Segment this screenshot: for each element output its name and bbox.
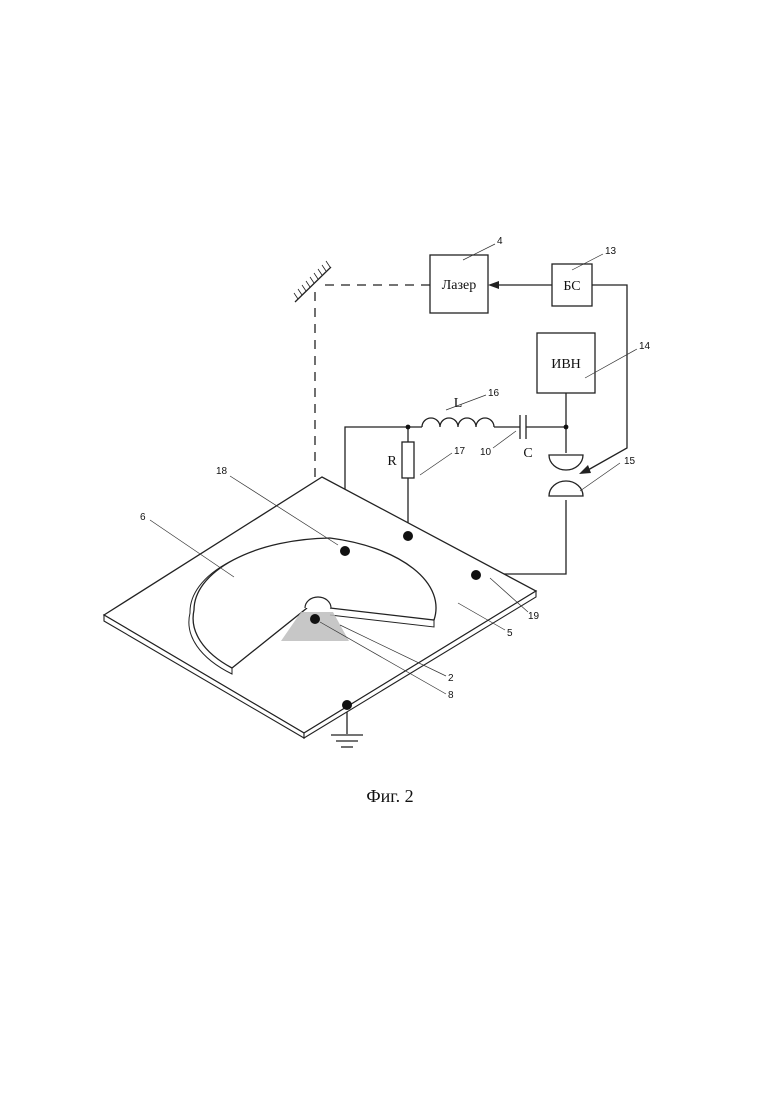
junction-right — [564, 425, 569, 430]
junction-left — [406, 425, 411, 430]
laser-block: Лазер — [430, 255, 488, 313]
ref-18: 18 — [216, 466, 228, 477]
ref-17: 17 — [454, 446, 466, 457]
resistor-label: R — [387, 454, 397, 469]
inductor: L — [422, 396, 494, 427]
capacitor: C — [520, 415, 533, 461]
ref-13: 13 — [605, 246, 617, 257]
resistor: R — [387, 442, 414, 478]
bs-block: БС — [552, 264, 592, 306]
ivn-block: ИВН — [537, 333, 595, 393]
contact-resistor — [403, 531, 413, 541]
bs-to-spark-gap-arrow — [579, 285, 627, 474]
ref-14: 14 — [639, 341, 651, 352]
inductor-label: L — [454, 396, 463, 411]
ref-4: 4 — [497, 236, 503, 247]
capacitor-label: C — [523, 446, 532, 461]
spark-gap — [549, 455, 583, 496]
focus-point — [310, 614, 320, 624]
ref-15: 15 — [624, 456, 636, 467]
bs-label: БС — [563, 279, 580, 294]
bs-to-laser-arrow — [488, 281, 552, 289]
figure-caption: Фиг. 2 — [366, 786, 413, 806]
ref-8: 8 — [448, 690, 454, 701]
laser-label: Лазер — [442, 278, 476, 293]
contact-ground — [342, 700, 352, 710]
ground-symbol — [331, 735, 363, 747]
contact-18 — [340, 546, 350, 556]
ivn-label: ИВН — [551, 357, 581, 372]
contact-19 — [471, 570, 481, 580]
ref-5: 5 — [507, 628, 513, 639]
ref-19: 19 — [528, 611, 540, 622]
mirror — [294, 261, 331, 302]
ref-2: 2 — [448, 673, 454, 684]
ref-10: 10 — [480, 447, 492, 458]
ref-16: 16 — [488, 388, 500, 399]
ref-6: 6 — [140, 512, 146, 523]
